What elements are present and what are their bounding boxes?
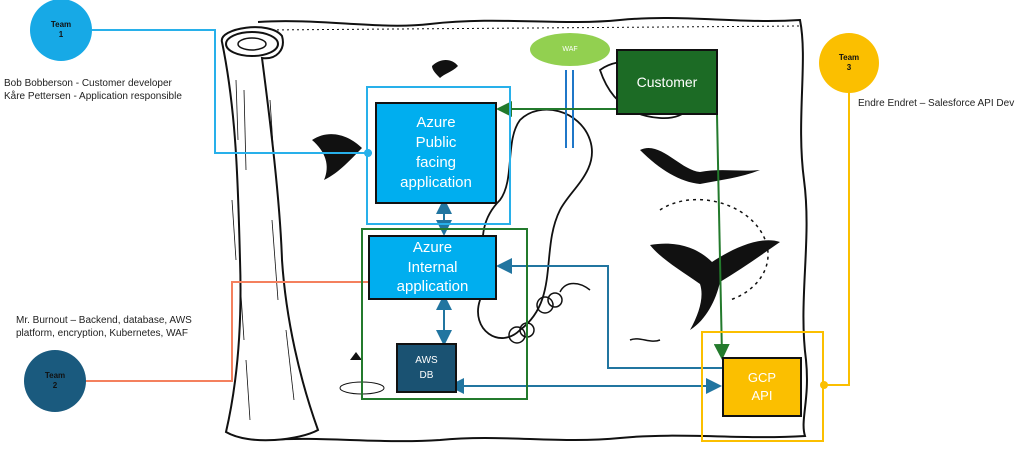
team2-frame xyxy=(361,228,528,400)
gcp-api-node[interactable]: GCP API xyxy=(722,357,802,417)
waf-label: WAF xyxy=(562,46,578,53)
team1-frame xyxy=(366,86,511,225)
customer-to-gcp xyxy=(713,114,730,360)
team2-label: Team 2 xyxy=(44,370,66,390)
customer-label: Customer xyxy=(636,74,698,90)
gcp-api-label: GCP API xyxy=(747,369,777,403)
team1-circle[interactable]: Team 1 xyxy=(30,0,92,61)
team2-circle[interactable]: Team 2 xyxy=(24,350,86,412)
team1-connector xyxy=(92,29,372,154)
team3-connector xyxy=(824,92,850,386)
team2-members: Mr. Burnout – Backend, database, AWS pla… xyxy=(16,315,192,339)
azure-internal-node[interactable]: Azure Internal application xyxy=(368,235,497,300)
team2-connector xyxy=(84,281,370,382)
aws-db-label: AWS DB xyxy=(415,355,438,381)
gcp-to-azure-internal xyxy=(496,258,722,369)
azure-internal-label: Azure Internal application xyxy=(396,239,469,296)
azure-public-label: Azure Public facing application xyxy=(400,114,472,191)
team1-members: Bob Bobberson - Customer developer Kåre … xyxy=(4,78,182,102)
team1-label: Team 1 xyxy=(50,19,72,39)
waf-node[interactable]: WAF xyxy=(530,33,610,66)
azure-public-node[interactable]: Azure Public facing application xyxy=(375,102,497,204)
team3-label: Team 3 xyxy=(838,52,860,72)
team3-circle[interactable]: Team 3 xyxy=(819,33,879,93)
team3-frame xyxy=(701,331,824,442)
team3-members: Endre Endret – Salesforce API Dev xyxy=(858,98,1015,109)
customer-node[interactable]: Customer xyxy=(616,49,718,115)
aws-db-node[interactable]: AWS DB xyxy=(396,343,457,393)
